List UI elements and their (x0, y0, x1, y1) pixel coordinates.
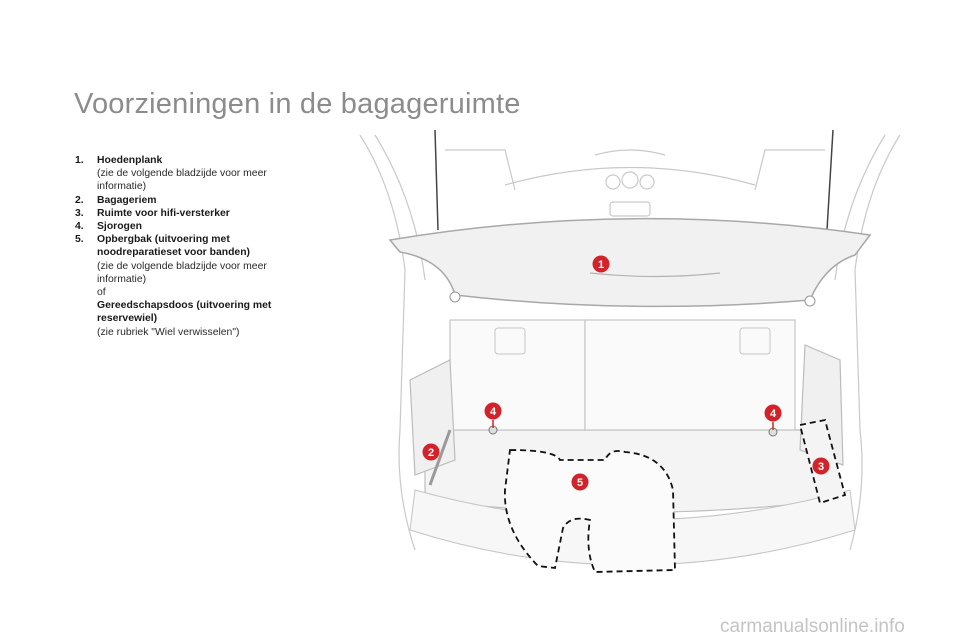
legend-item-5: 5. Opbergbak (uitvoering met noodreparat… (75, 233, 315, 339)
legend-label: Bagageriem (97, 194, 157, 206)
page-title: Voorzieningen in de bagageruimte (74, 88, 521, 120)
legend-label-alt: Gereedschapsdoos (uitvoering met reserve… (97, 300, 272, 325)
legend-label: Hoedenplank (97, 155, 163, 166)
marker-label: 3 (818, 461, 824, 473)
legend-list: 1. Hoedenplank (zie de volgende bladzijd… (75, 154, 315, 339)
legend-note: (zie de volgende bladzijde voor meer inf… (97, 168, 267, 193)
legend-label: Opbergbak (uitvoering met noodreparaties… (97, 234, 250, 259)
legend-or: of (97, 287, 106, 299)
legend-number: 3. (75, 207, 84, 219)
legend-item-2: 2. Bagageriem (75, 194, 315, 207)
legend-label: Sjorogen (97, 221, 143, 233)
marker-1: 1 (592, 255, 610, 273)
legend-note: (zie de volgende bladzijde voor meer inf… (97, 260, 267, 285)
marker-4-left: 4 (484, 402, 502, 428)
legend-number: 2. (75, 194, 84, 206)
legend-number: 4. (75, 221, 84, 233)
legend-item-3: 3. Ruimte voor hifi-versterker (75, 207, 315, 220)
legend-note-alt: (zie rubriek "Wiel verwisselen") (97, 326, 240, 338)
marker-4-right: 4 (764, 404, 782, 430)
marker-3: 3 (812, 457, 830, 475)
marker-label: 4 (770, 408, 777, 420)
legend-number: 5. (75, 234, 84, 246)
marker-label: 1 (598, 259, 604, 271)
legend-item-4: 4. Sjorogen (75, 220, 315, 233)
legend-number: 1. (75, 155, 84, 166)
marker-5: 5 (571, 473, 589, 491)
legend-label: Ruimte voor hifi-versterker (97, 207, 230, 219)
marker-label: 2 (428, 447, 434, 459)
marker-2: 2 (422, 443, 440, 461)
marker-label: 5 (577, 477, 583, 489)
marker-label: 4 (490, 406, 497, 418)
legend-item-1: 1. Hoedenplank (zie de volgende bladzijd… (75, 154, 315, 194)
trunk-illustration: 1 2 3 4 4 5 (359, 130, 901, 573)
watermark: carmanualsonline.info (720, 616, 905, 637)
